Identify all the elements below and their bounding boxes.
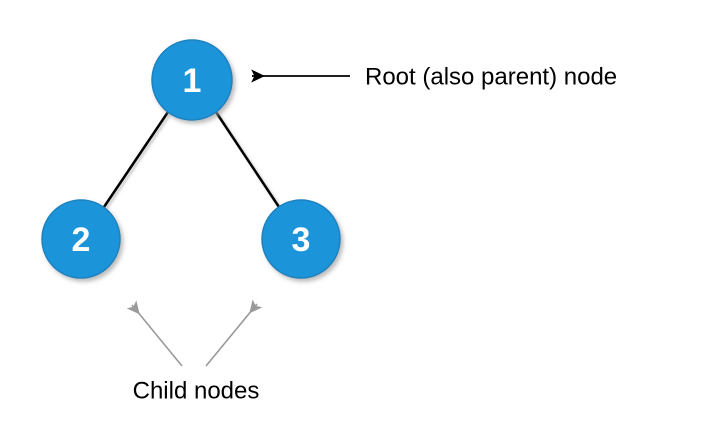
child-callout: Child nodes <box>126 299 263 405</box>
tree-edges <box>102 110 281 209</box>
child-callout-arrow-left-icon <box>126 300 183 367</box>
child-callout-text: Child nodes <box>133 378 260 405</box>
node-child-right-circle[interactable] <box>261 199 341 279</box>
edge-root-to-child-right <box>214 110 281 209</box>
node-root-circle[interactable] <box>151 39 233 121</box>
root-callout-text: Root (also parent) node <box>365 64 617 91</box>
node-child-right[interactable]: 3 <box>261 199 341 279</box>
node-child-left[interactable]: 2 <box>41 199 121 279</box>
child-callout-arrow-right-icon <box>205 299 263 367</box>
node-root[interactable]: 1 <box>151 39 233 121</box>
node-child-left-circle[interactable] <box>41 199 121 279</box>
edge-root-to-child-left <box>102 110 170 209</box>
root-callout: Root (also parent) node <box>251 64 617 91</box>
